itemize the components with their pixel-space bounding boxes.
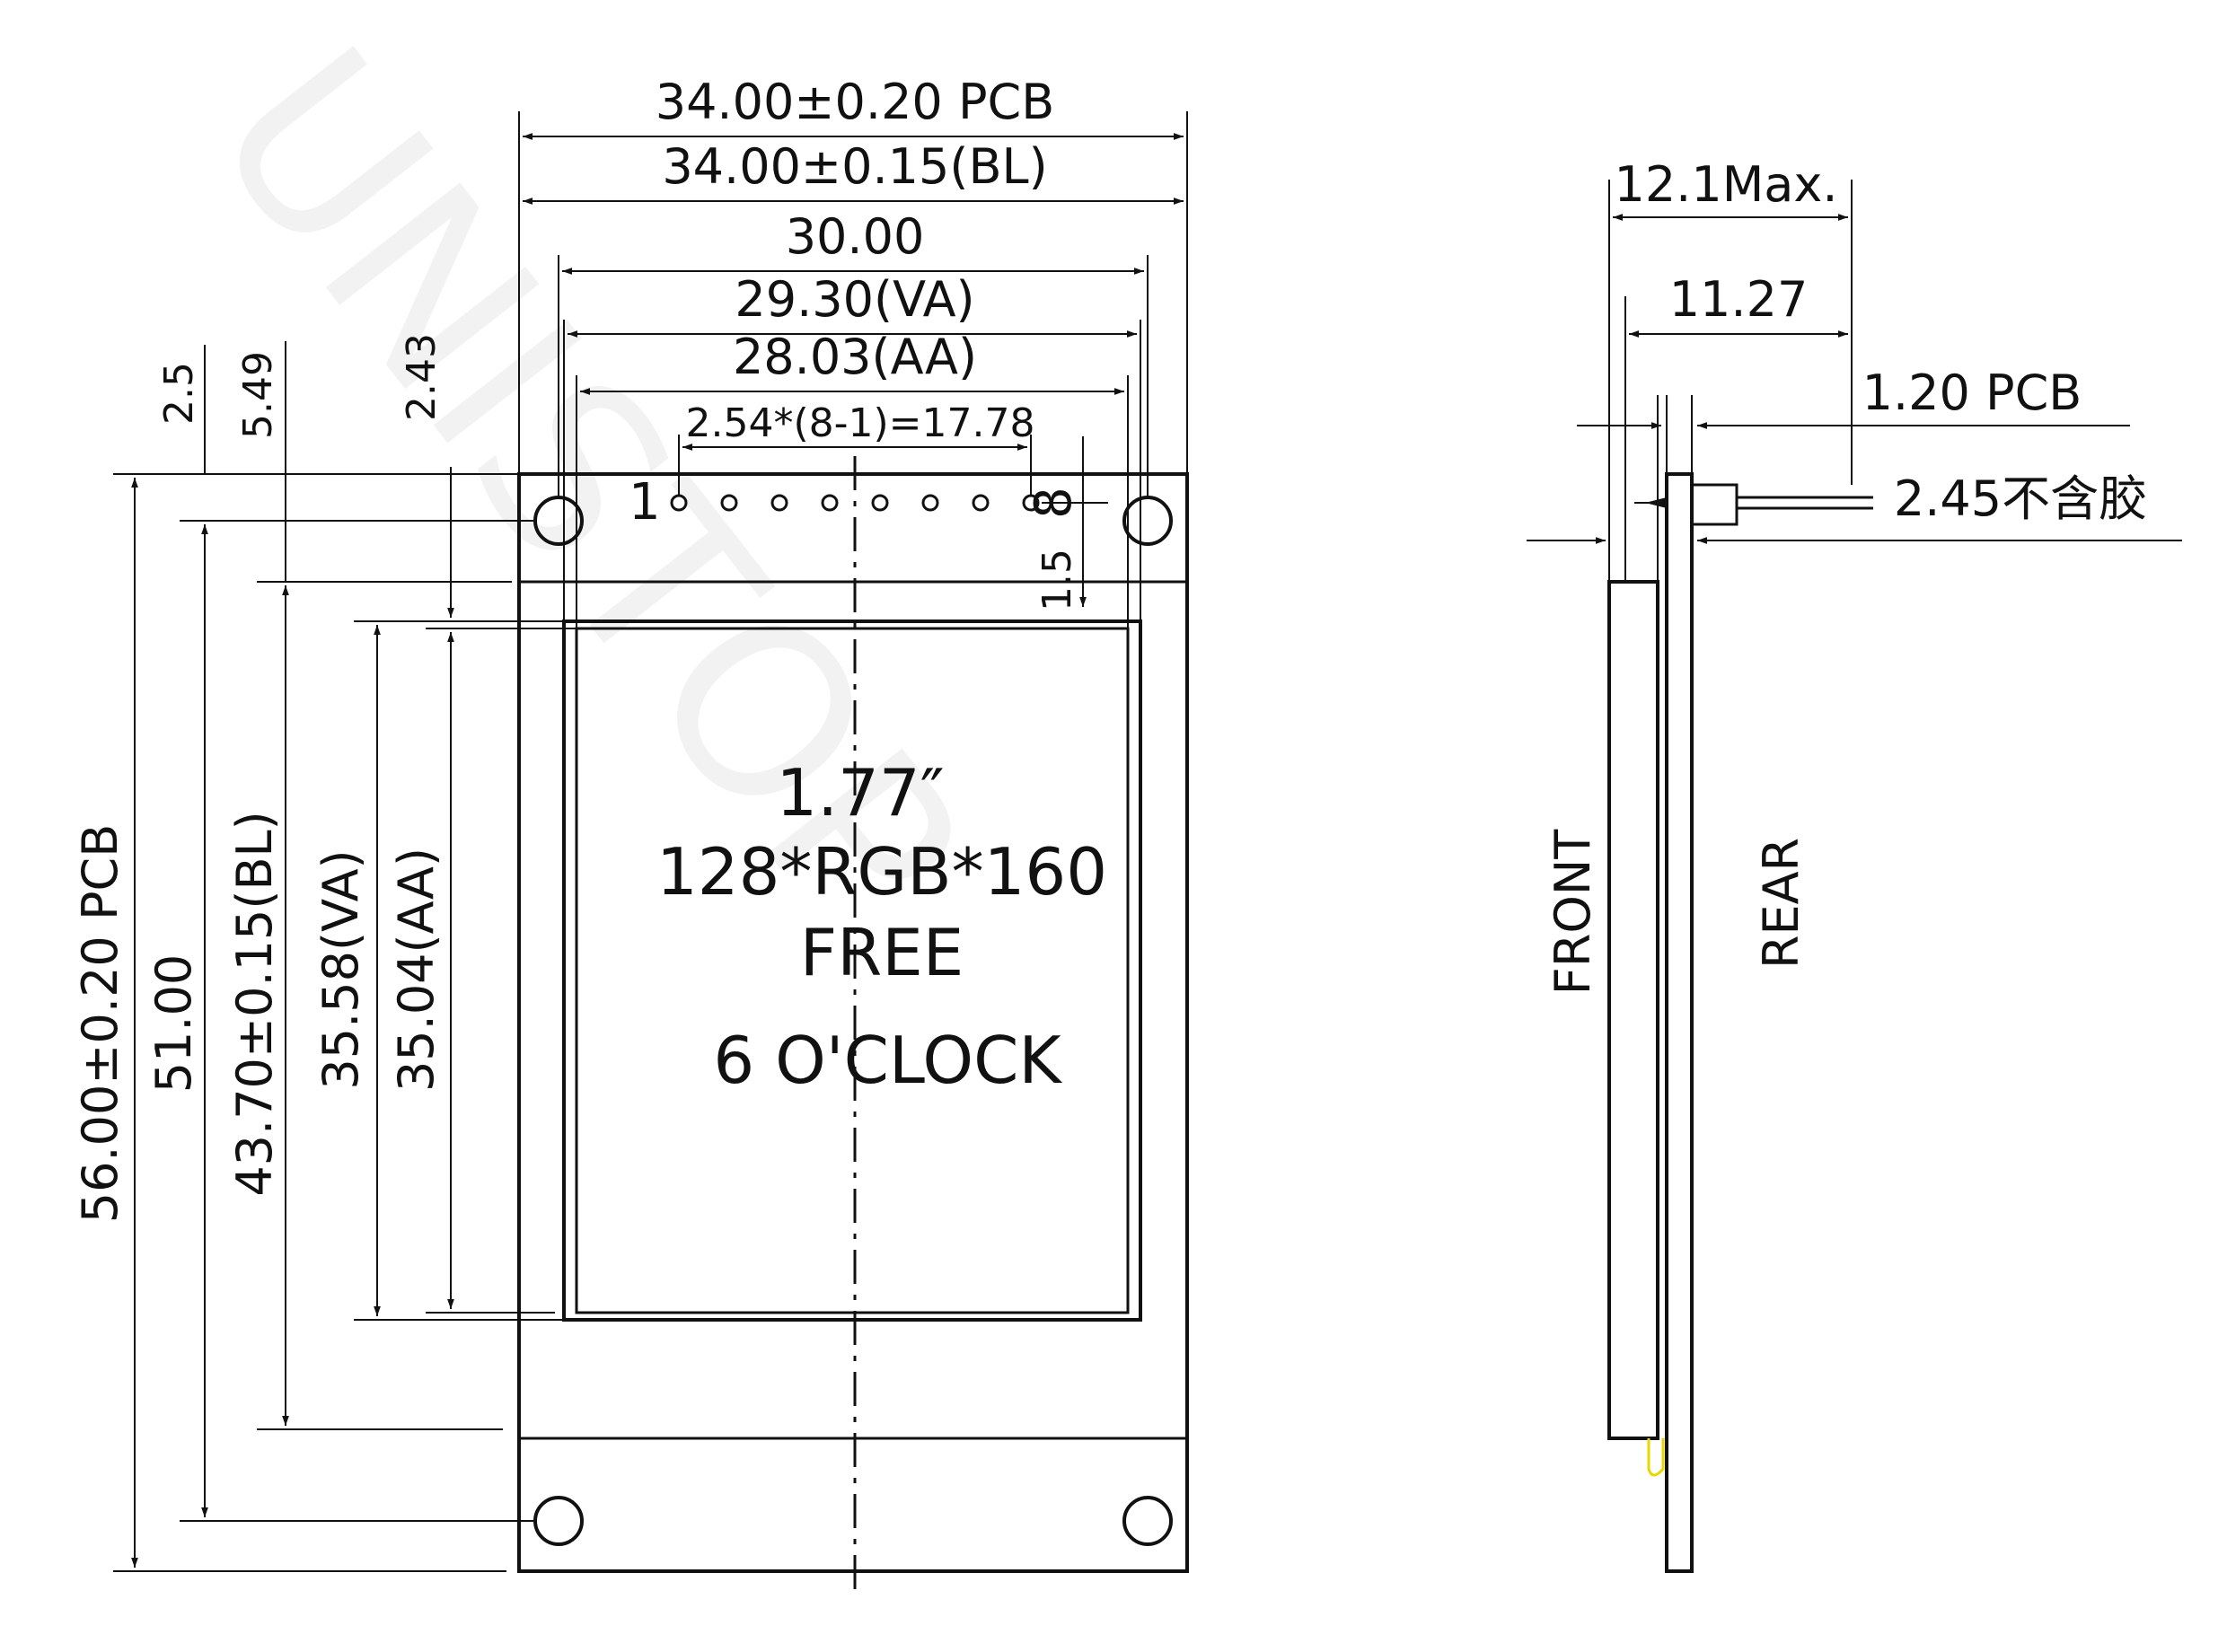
side-view: 12.1Max. 11.27 1.20 PCB 2.45不含胶 FRONT RE… bbox=[1527, 156, 2182, 1573]
active-area-outline bbox=[575, 627, 1130, 1314]
dim-pin-pitch: 2.54*(8-1)=17.78 bbox=[686, 400, 1035, 446]
side-front-label: FRONT bbox=[1545, 829, 1601, 995]
dim-height-pcb: 56.00±0.20 PCB bbox=[72, 824, 128, 1224]
side-header-block bbox=[1690, 483, 1738, 526]
dim-width-va: 29.30(VA) bbox=[735, 271, 974, 328]
display-view-direction: 6 O'CLOCK bbox=[713, 1023, 1062, 1098]
pin-5 bbox=[871, 494, 889, 512]
dim-width-outline: 30.00 bbox=[786, 208, 925, 265]
display-size: 1.77″ bbox=[776, 755, 944, 830]
side-accent-mark bbox=[1647, 1438, 1665, 1477]
dim-height-aa: 35.04(AA) bbox=[388, 848, 445, 1092]
pin-3 bbox=[770, 494, 788, 512]
dim-hole-pitch: 51.00 bbox=[145, 954, 202, 1094]
left-dimensions: 56.00±0.20 PCB 51.00 43.70±0.15(BL) 35.5… bbox=[72, 473, 577, 1572]
mounting-hole-top-right bbox=[1122, 496, 1173, 546]
dim-width-pcb: 34.00±0.20 PCB bbox=[656, 74, 1055, 130]
dim-offset-c: 2.43 bbox=[399, 333, 445, 421]
pin-6 bbox=[921, 494, 939, 512]
pin-offset-dimension: 1.5 bbox=[1034, 436, 1108, 611]
dim-width-bl: 34.00±0.15(BL) bbox=[662, 138, 1047, 195]
pin-7 bbox=[972, 494, 990, 512]
dim-module-thickness: 2.45不含胶 bbox=[1894, 470, 2147, 527]
pin-2 bbox=[720, 494, 738, 512]
dim-max-thickness: 12.1Max. bbox=[1614, 156, 1837, 213]
dim-pcb-thickness: 1.20 PCB bbox=[1862, 365, 2082, 421]
side-pcb bbox=[1665, 472, 1694, 1573]
dim-offset-b: 5.49 bbox=[235, 351, 281, 439]
dim-thickness: 11.27 bbox=[1669, 271, 1809, 328]
display-type: FREE bbox=[800, 915, 964, 990]
pin-label-first: 1 bbox=[629, 473, 661, 532]
display-resolution: 128*RGB*160 bbox=[656, 834, 1107, 909]
dim-offset-a: 2.5 bbox=[156, 362, 202, 425]
side-rear-label: REAR bbox=[1753, 838, 1809, 969]
front-view: 1 8 1.77″ 128*RGB*160 FREE 6 O'CLOCK 34.… bbox=[72, 74, 1189, 1598]
dim-pin-offset: 1.5 bbox=[1034, 549, 1080, 611]
side-display-body bbox=[1607, 580, 1659, 1440]
display-outline bbox=[562, 620, 1142, 1322]
top-offset-dimensions: 2.5 5.49 2.43 bbox=[156, 333, 454, 618]
pin-4 bbox=[821, 494, 839, 512]
dim-height-va: 35.58(VA) bbox=[312, 849, 369, 1089]
mounting-hole-bottom-right bbox=[1122, 1496, 1173, 1546]
dim-width-aa: 28.03(AA) bbox=[733, 329, 977, 385]
pcb-outline bbox=[517, 472, 1189, 1573]
mounting-hole-bottom-left bbox=[533, 1496, 584, 1546]
dim-height-bl: 43.70±0.15(BL) bbox=[226, 811, 283, 1196]
top-dimensions: 34.00±0.20 PCB 34.00±0.15(BL) 30.00 29.3… bbox=[518, 74, 1188, 628]
